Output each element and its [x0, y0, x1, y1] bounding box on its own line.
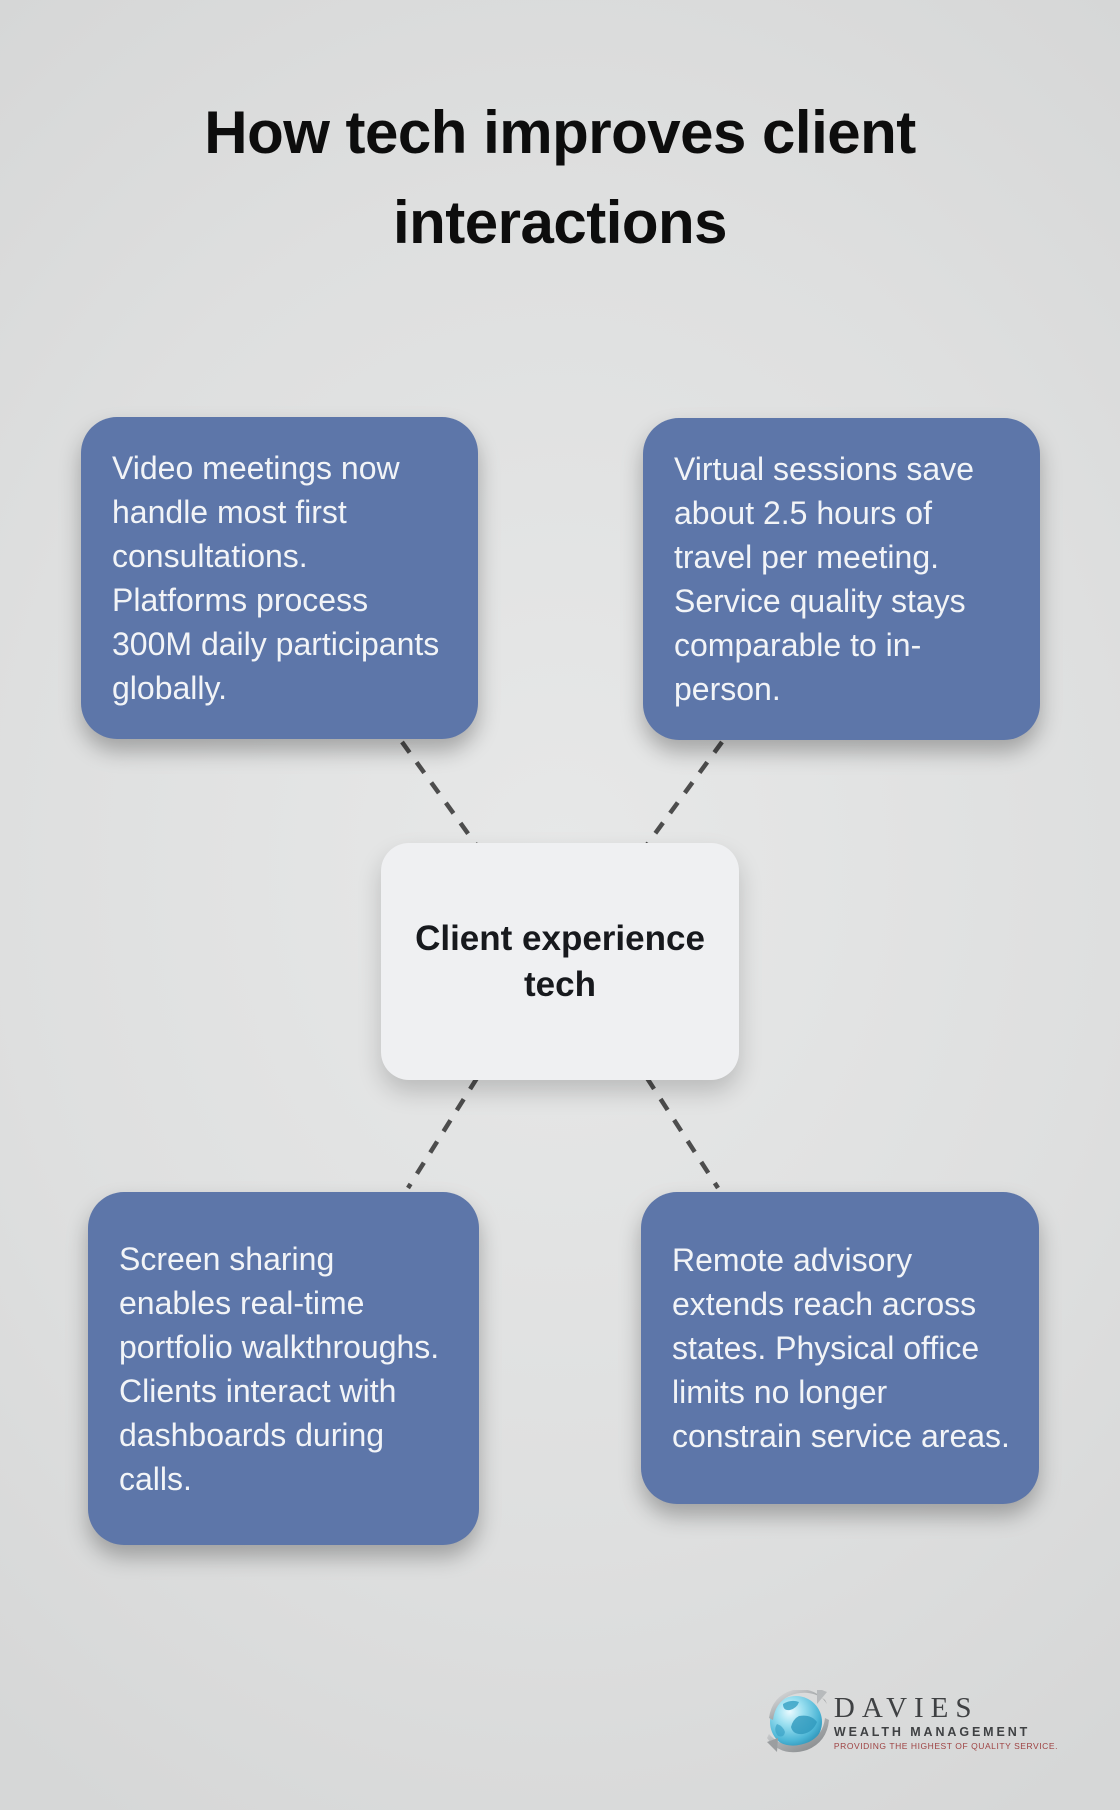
node-screen-sharing: Screen sharing enables real-time portfol…: [88, 1192, 479, 1545]
node-remote-advisory: Remote advisory extends reach across sta…: [641, 1192, 1039, 1504]
page-title: How tech improves client interactions: [204, 99, 916, 256]
node-virtual-sessions: Virtual sessions save about 2.5 hours of…: [643, 418, 1040, 740]
connector-top-right: [644, 740, 724, 848]
connector-bottom-left: [406, 1076, 479, 1190]
brand-logo-text: DAVIES WEALTH MANAGEMENT PROVIDING THE H…: [834, 1688, 1058, 1752]
center-node-label: Client experience tech: [415, 918, 705, 1004]
node-text: Remote advisory extends reach across sta…: [672, 1242, 1010, 1454]
node-video-meetings: Video meetings now handle most first con…: [81, 417, 478, 739]
globe-icon: [766, 1690, 829, 1753]
node-text: Screen sharing enables real-time portfol…: [119, 1240, 440, 1497]
brand-tagline: PROVIDING THE HIGHEST OF QUALITY SERVICE…: [833, 1741, 1058, 1751]
node-text: Video meetings now handle most first con…: [112, 450, 440, 706]
brand-subtitle: WEALTH MANAGEMENT: [833, 1725, 1031, 1739]
brand-logo: DAVIES WEALTH MANAGEMENT PROVIDING THE H…: [765, 1688, 1058, 1756]
connector-top-left: [400, 740, 479, 848]
node-text: Virtual sessions save about 2.5 hours of…: [674, 451, 974, 707]
brand-name: DAVIES: [833, 1692, 979, 1724]
connector-bottom-right: [645, 1076, 720, 1190]
center-node-client-experience-tech: Client experience tech: [381, 843, 739, 1080]
